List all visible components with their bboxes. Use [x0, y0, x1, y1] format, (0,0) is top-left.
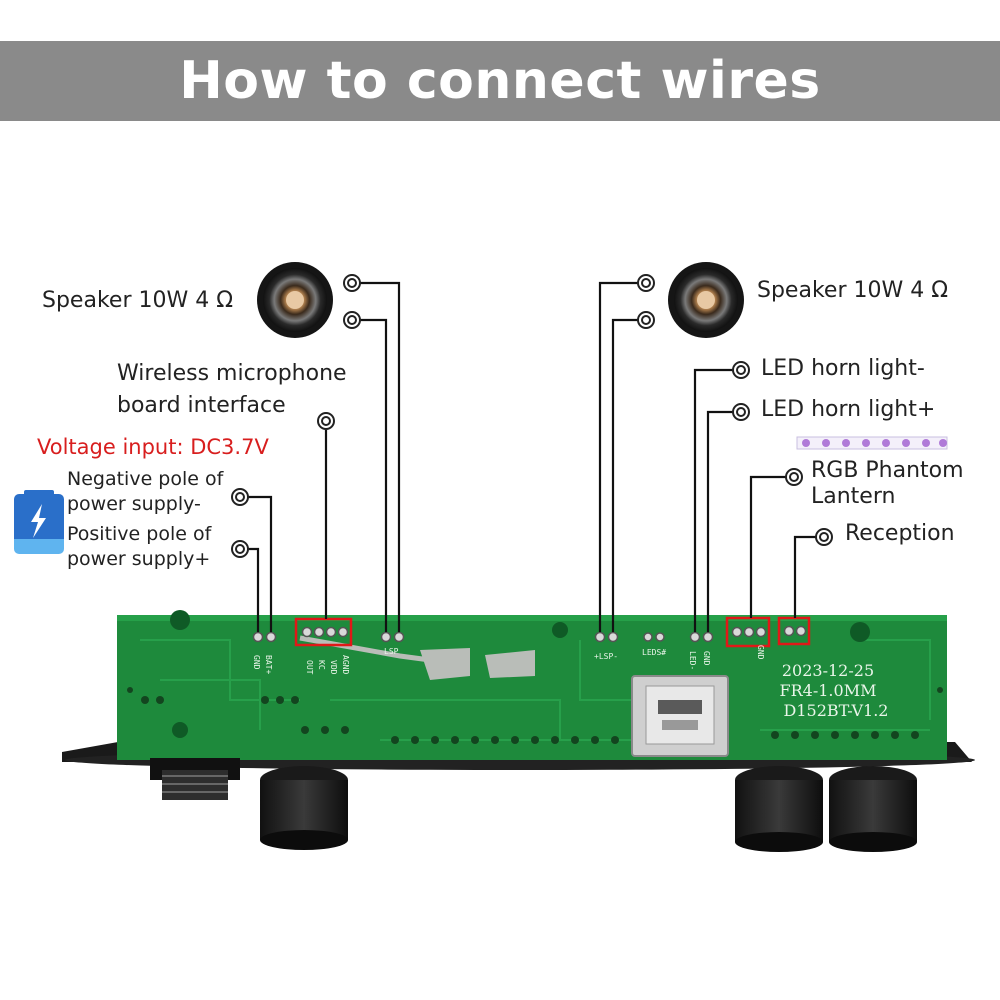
board-date: 2023-12-25 — [782, 661, 874, 680]
svg-text:KC: KC — [317, 660, 326, 670]
highlight-rgb — [725, 616, 771, 648]
audio-jack-icon — [150, 758, 240, 800]
label-voltage-input: Voltage input: DC3.7V — [37, 435, 269, 459]
usb-port-icon — [631, 675, 729, 757]
label-wireless-mic-2: board interface — [117, 393, 286, 418]
svg-text:VDD: VDD — [329, 660, 338, 675]
knob-icon — [735, 766, 823, 852]
svg-text:LED-: LED- — [688, 651, 697, 670]
label-rgb-2: Lantern — [811, 484, 896, 509]
board-pins — [252, 625, 807, 643]
knob-icon — [829, 766, 917, 852]
page-title: How to connect wires — [179, 51, 821, 111]
pin-labels: GND BAT+ AGND VDD KC OUT LSP +LSP- LEDS#… — [252, 645, 765, 675]
svg-text:OUT: OUT — [305, 660, 314, 675]
label-led-plus: LED horn light+ — [761, 397, 936, 422]
svg-text:LSP: LSP — [384, 647, 399, 656]
board-silkscreen: 2023-12-25 FR4-1.0MM D152BT-V1.2 — [780, 661, 889, 720]
label-rgb-1: RGB Phantom — [811, 458, 964, 483]
label-negative-2: power supply- — [67, 493, 201, 515]
svg-text:+LSP-: +LSP- — [594, 652, 618, 661]
leader-lines — [248, 281, 816, 632]
speaker-icon — [668, 262, 744, 338]
battery-icon — [14, 490, 64, 554]
svg-text:AGND: AGND — [341, 655, 350, 674]
label-wireless-mic-1: Wireless microphone — [117, 361, 347, 386]
svg-text:BAT+: BAT+ — [264, 655, 273, 674]
title-banner: How to connect wires — [0, 41, 1000, 121]
svg-text:LEDS#: LEDS# — [642, 648, 666, 657]
label-speaker-right: Speaker 10W 4 Ω — [757, 278, 949, 303]
label-led-minus: LED horn light- — [761, 356, 925, 381]
label-reception: Reception — [845, 521, 955, 546]
led-strip-icon — [796, 436, 948, 450]
highlight-mic-interface — [294, 617, 353, 647]
knob-icon — [260, 766, 348, 850]
svg-text:GND: GND — [756, 645, 765, 660]
label-speaker-left: Speaker 10W 4 Ω — [42, 288, 234, 313]
connector-terminals — [231, 274, 833, 558]
speaker-icon — [257, 262, 333, 338]
svg-text:GND: GND — [252, 655, 261, 670]
svg-text:GND: GND — [702, 651, 711, 666]
board-model: D152BT-V1.2 — [784, 701, 889, 720]
label-positive-1: Positive pole of — [67, 523, 212, 545]
label-positive-2: power supply+ — [67, 548, 211, 570]
label-negative-1: Negative pole of — [67, 468, 224, 490]
board-material: FR4-1.0MM — [780, 681, 877, 700]
